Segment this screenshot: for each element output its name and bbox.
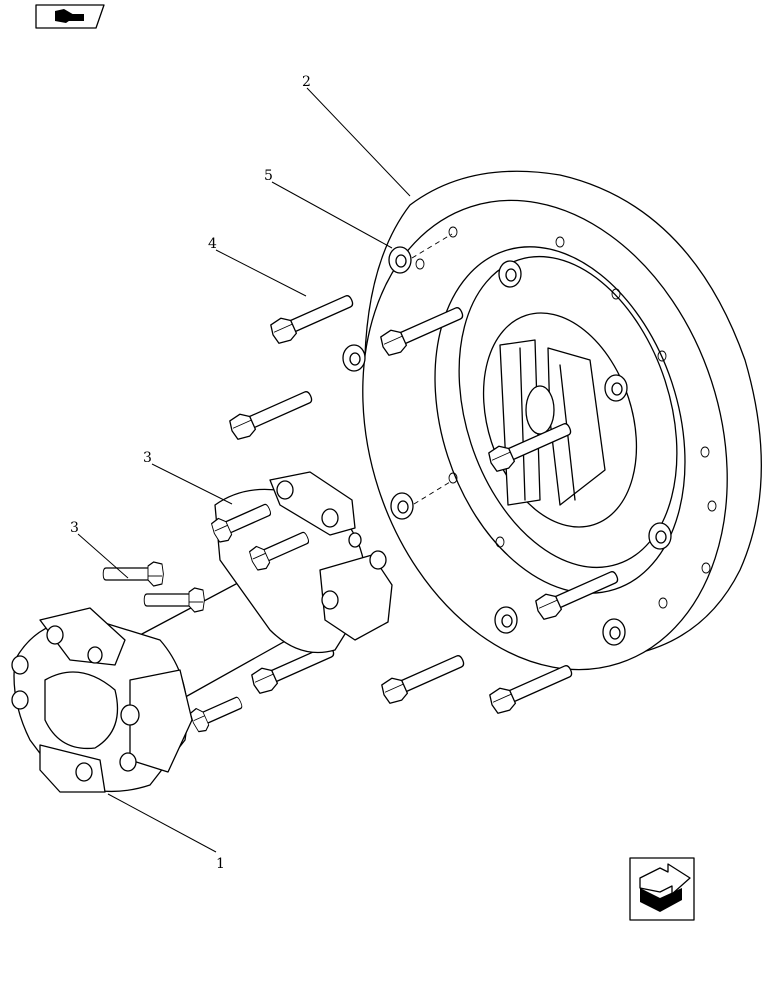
washers — [342, 233, 518, 634]
callout-3-lower: 3 — [70, 520, 79, 536]
back-to-index-icon[interactable] — [35, 4, 105, 29]
callout-3-upper: 3 — [143, 450, 152, 466]
callout-leaders — [77, 87, 411, 853]
rear-coupling-yoke — [214, 471, 393, 654]
front-flexible-coupling — [11, 607, 193, 793]
flywheel-adapter-plate — [362, 170, 762, 671]
callout-4: 4 — [208, 236, 217, 252]
callout-5: 5 — [264, 168, 273, 184]
callout-1: 1 — [216, 856, 225, 872]
next-page-arrow-icon[interactable] — [629, 857, 695, 921]
callout-2: 2 — [302, 74, 311, 90]
